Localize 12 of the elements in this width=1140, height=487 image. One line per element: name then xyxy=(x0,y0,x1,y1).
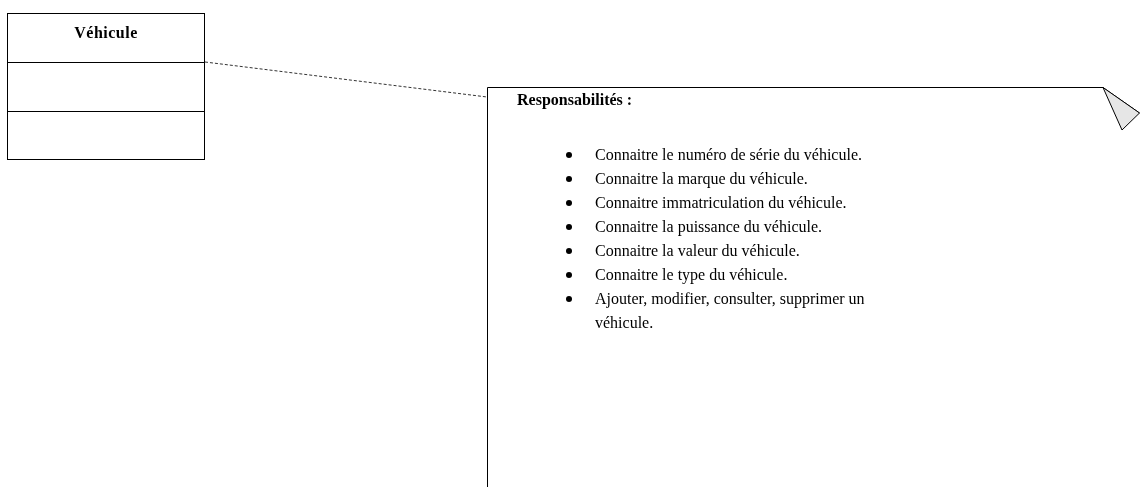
bullet-item: Connaitre la puissance du véhicule. xyxy=(595,217,824,238)
dashed-connector xyxy=(204,61,488,98)
class-box xyxy=(7,13,205,160)
bullet-item: Connaitre immatriculation du véhicule. xyxy=(595,193,848,213)
bullet-item: Ajouter, modifier, consulter, supprimer un véhicule. xyxy=(595,289,866,333)
note-box xyxy=(487,87,1140,487)
note-heading: Responsabilités : xyxy=(517,91,633,109)
bullet-item: Connaitre le numéro de série du véhicule. xyxy=(595,145,863,165)
bullet-item: Connaitre la marque du véhicule. xyxy=(595,169,809,190)
bullet-item: Connaitre le type du véhicule. xyxy=(595,265,789,286)
class-name: Véhicule xyxy=(73,24,139,42)
bullet-item: Connaitre la valeur du véhicule. xyxy=(595,241,801,261)
